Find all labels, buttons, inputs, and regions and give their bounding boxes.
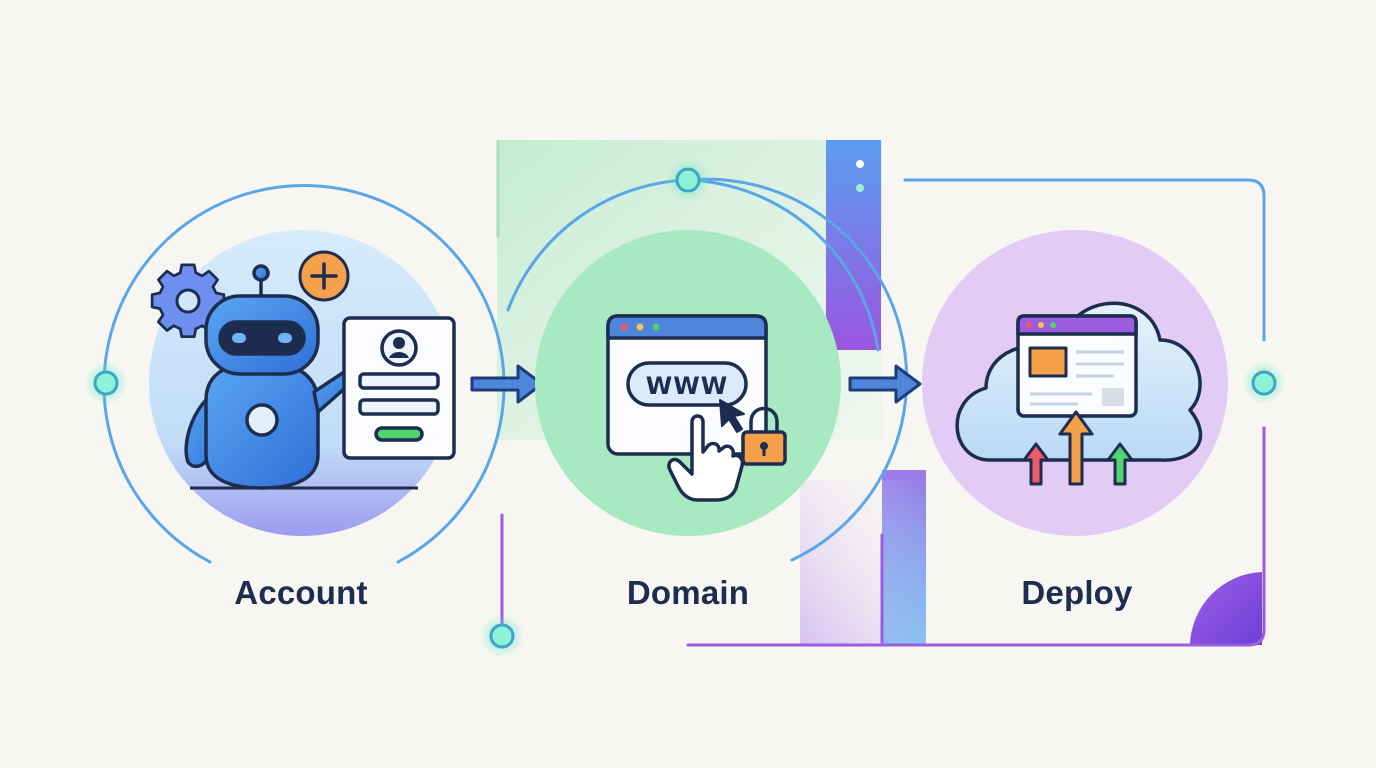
flow-arrow-1 xyxy=(470,364,544,404)
url-text: WWW xyxy=(646,372,728,400)
deploy-frame-line-purple xyxy=(686,426,1266,647)
upload-arrow-right xyxy=(1106,442,1134,486)
deployed-site-window-icon xyxy=(1016,314,1138,418)
url-bar xyxy=(626,361,748,407)
lower-fade xyxy=(800,480,926,645)
account-ring xyxy=(102,184,506,564)
upload-arrow-left xyxy=(1022,442,1050,486)
step-domain: WWW xyxy=(535,230,841,536)
step-account xyxy=(149,230,456,536)
domain-ring xyxy=(506,177,909,562)
step-deploy xyxy=(922,230,1228,536)
upload-arrows-icon xyxy=(1022,410,1134,486)
step-label-account: Account xyxy=(234,574,368,611)
node-top xyxy=(666,158,710,202)
stripe-dots xyxy=(856,160,864,192)
domain-ring-right xyxy=(686,178,880,352)
gear-icon xyxy=(150,263,226,339)
padlock-icon xyxy=(741,406,787,466)
robot-icon xyxy=(184,264,357,490)
signup-form-icon xyxy=(342,316,456,460)
connector-lines xyxy=(102,177,1266,647)
flow-arrow-2 xyxy=(848,364,922,404)
step-label-domain: Domain xyxy=(626,574,750,611)
deploy-frame-corner xyxy=(1190,572,1262,645)
node-left xyxy=(84,361,128,405)
node-right xyxy=(1242,361,1286,405)
upload-arrow-center xyxy=(1058,410,1094,486)
cursor-arrow-icon xyxy=(719,399,745,433)
plus-badge-icon xyxy=(298,250,350,302)
glow-nodes xyxy=(84,158,1286,658)
deploy-frame-line xyxy=(903,178,1266,342)
step-label-deploy: Deploy xyxy=(1021,574,1133,611)
node-bottom xyxy=(480,614,524,658)
user-avatar-icon xyxy=(380,329,418,367)
